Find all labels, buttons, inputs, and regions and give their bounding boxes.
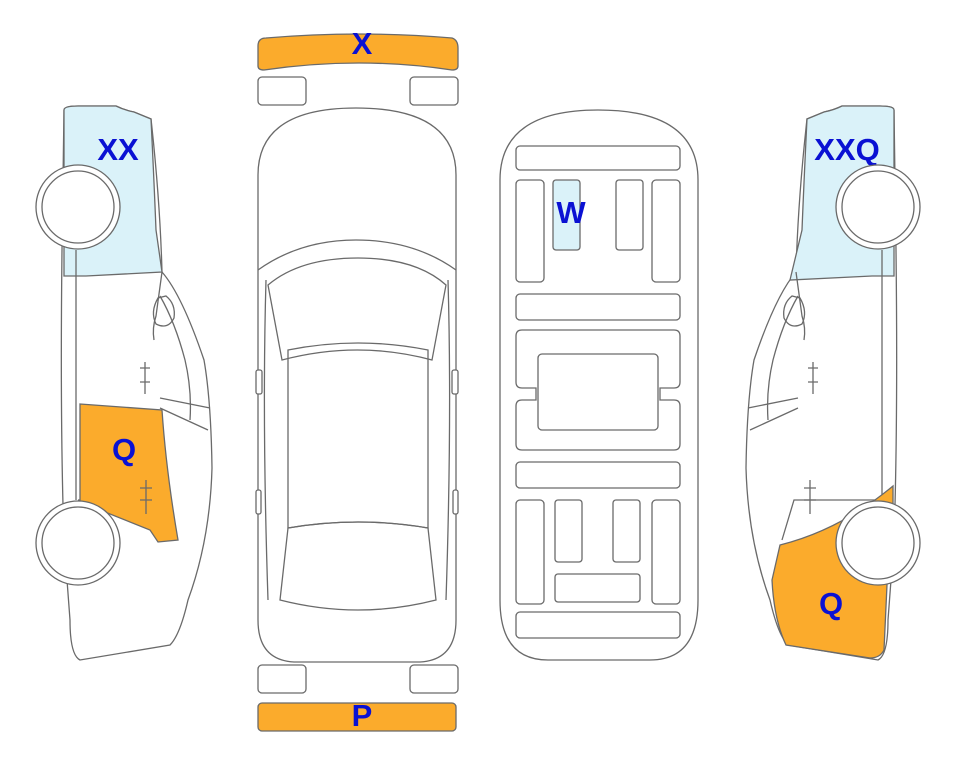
right-side-rear-wheel-rim — [841, 506, 915, 580]
left-side-rear-wheel[interactable] — [35, 500, 121, 586]
underbody-panel-w[interactable] — [552, 179, 581, 251]
top-view-hood-line — [257, 239, 457, 271]
rear-bumper[interactable] — [257, 702, 457, 732]
underbody-front-crossmember — [515, 145, 681, 171]
top-view-side-right — [445, 279, 451, 601]
right-side-mirror — [783, 295, 806, 327]
underbody-center-frame — [515, 329, 681, 451]
left-side-window-frame — [159, 295, 192, 421]
right-side-rear-wheel[interactable] — [835, 500, 921, 586]
right-side-door-handle-rear — [804, 480, 816, 514]
left-side-door-handle-front — [140, 362, 150, 394]
underbody-rail-rear-left — [515, 499, 545, 605]
taillight-left — [257, 664, 307, 694]
front-bumper[interactable] — [257, 33, 459, 71]
underbody-panel-front-right — [615, 179, 644, 251]
left-side-front-wheel[interactable] — [35, 164, 121, 250]
left-door-damage-code: Q — [112, 432, 136, 467]
right-upper-damage-code: XXQ — [814, 132, 879, 167]
underbody-center-tank — [537, 353, 659, 431]
underbody-panel-rear-left — [554, 499, 583, 563]
underbody-mid-crossmember — [515, 293, 681, 321]
underbody-rail-rear-right — [651, 499, 681, 605]
underbody-damage-code: W — [556, 195, 586, 230]
rear-bumper-damage-code: P — [352, 698, 373, 733]
front-bumper-damage-code: X — [352, 26, 373, 61]
right-side-front-wheel-rim — [841, 170, 915, 244]
mirror-left — [255, 369, 263, 395]
handle-right — [452, 489, 459, 515]
left-side-mirror — [152, 295, 175, 327]
left-side-a-pillar — [152, 271, 163, 341]
mirror-right — [451, 369, 459, 395]
top-view: X P — [255, 26, 459, 733]
top-view-side-left — [263, 279, 269, 601]
left-side-rear-window — [159, 397, 211, 431]
right-side-front-wheel[interactable] — [835, 164, 921, 250]
headlight-right — [409, 76, 459, 106]
taillight-right — [409, 664, 459, 694]
underbody-rear-crossmember — [515, 461, 681, 489]
right-side-rear-window — [747, 397, 799, 431]
underbody-rail-front-right — [651, 179, 681, 283]
underbody-rail-front-left — [515, 179, 545, 283]
handle-left — [255, 489, 262, 515]
right-side-view: XXQ Q — [745, 105, 921, 661]
right-lower-damage-code: Q — [819, 586, 843, 621]
left-side-rear-door-panel[interactable] — [79, 403, 179, 543]
top-view-rear-window — [279, 521, 437, 611]
underbody-rear-tray — [554, 573, 641, 603]
right-side-a-pillar — [795, 271, 806, 341]
underbody-rear-bar — [515, 611, 681, 639]
right-side-window-frame — [766, 295, 799, 421]
left-side-door-handle-rear — [140, 480, 152, 514]
top-view-windshield — [267, 257, 447, 361]
left-side-front-wheel-rim — [41, 170, 115, 244]
underbody-view: W — [499, 109, 699, 661]
left-upper-damage-code: XX — [97, 132, 139, 167]
headlight-left — [257, 76, 307, 106]
left-side-rear-wheel-rim — [41, 506, 115, 580]
right-side-door-handle-front — [808, 362, 818, 394]
underbody-panel-rear-right — [612, 499, 641, 563]
right-side-door-seam — [781, 499, 880, 541]
left-side-view: XX Q — [35, 105, 213, 661]
